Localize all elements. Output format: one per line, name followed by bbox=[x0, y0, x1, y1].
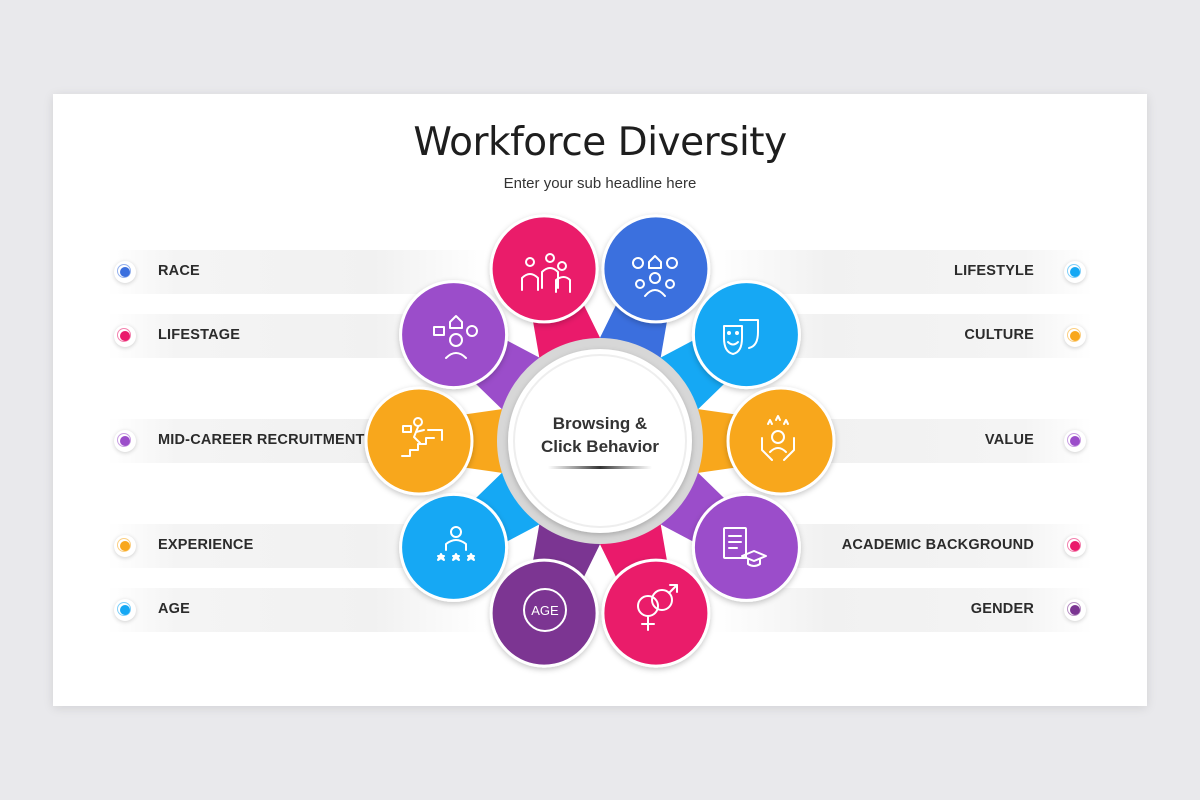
bullet-dot-icon bbox=[1064, 430, 1086, 452]
petal-gender bbox=[489, 558, 599, 668]
petal-lifestyle bbox=[691, 280, 801, 390]
race-icon bbox=[521, 253, 571, 293]
gender-icon bbox=[637, 584, 678, 631]
page-title: Workforce Diversity bbox=[413, 120, 787, 165]
label-race: RACE bbox=[158, 263, 200, 279]
age-icon-text: AGE bbox=[531, 603, 559, 618]
bullet-dot-icon bbox=[114, 430, 136, 452]
label-row-right-0: LIFESTYLE bbox=[712, 250, 1092, 294]
value-hands-icon bbox=[761, 415, 795, 461]
label-row-right-4: GENDER bbox=[712, 588, 1092, 632]
center-label-line1: Browsing & bbox=[552, 414, 648, 433]
label-academic: ACADEMIC BACKGROUND bbox=[841, 537, 1034, 553]
petal-lifestage bbox=[489, 214, 599, 324]
label-mid-career: MID-CAREER RECRUITMENT bbox=[158, 432, 365, 448]
culture-masks-icon bbox=[723, 319, 759, 355]
bullet-dot-icon bbox=[114, 599, 136, 621]
lifestyle-icon bbox=[632, 255, 678, 297]
label-gender: GENDER bbox=[970, 601, 1034, 617]
bullet-dot-icon bbox=[1064, 325, 1086, 347]
bullet-dot-icon bbox=[114, 261, 136, 283]
center-label: Browsing & Click Behavior bbox=[530, 412, 670, 458]
bullet-dot-icon bbox=[1064, 599, 1086, 621]
bullet-dot-icon bbox=[114, 325, 136, 347]
label-lifestyle: LIFESTYLE bbox=[954, 263, 1034, 279]
label-experience: EXPERIENCE bbox=[158, 537, 254, 553]
bullet-dot-icon bbox=[1064, 261, 1086, 283]
center-circle bbox=[508, 349, 692, 533]
label-row-left-4: AGE bbox=[108, 588, 488, 632]
bullet-dot-icon bbox=[114, 535, 136, 557]
mid-career-icon bbox=[401, 417, 443, 457]
label-value: VALUE bbox=[984, 432, 1034, 448]
label-row-left-0: RACE bbox=[108, 250, 488, 294]
petal-culture bbox=[726, 386, 836, 496]
petal-age bbox=[399, 492, 509, 602]
age-icon bbox=[523, 588, 567, 632]
label-lifestage: LIFESTAGE bbox=[158, 327, 241, 343]
lifestage-icon bbox=[433, 315, 478, 359]
center-inner-ring bbox=[513, 354, 687, 528]
center-label-line2: Click Behavior bbox=[540, 437, 660, 456]
bullet-dot-icon bbox=[1064, 535, 1086, 557]
experience-icon bbox=[437, 526, 475, 561]
center-underline bbox=[548, 466, 652, 469]
label-age: AGE bbox=[158, 601, 191, 617]
page-subtitle: Enter your sub headline here bbox=[503, 175, 697, 192]
label-culture: CULTURE bbox=[964, 327, 1034, 343]
academic-icon bbox=[723, 527, 767, 567]
